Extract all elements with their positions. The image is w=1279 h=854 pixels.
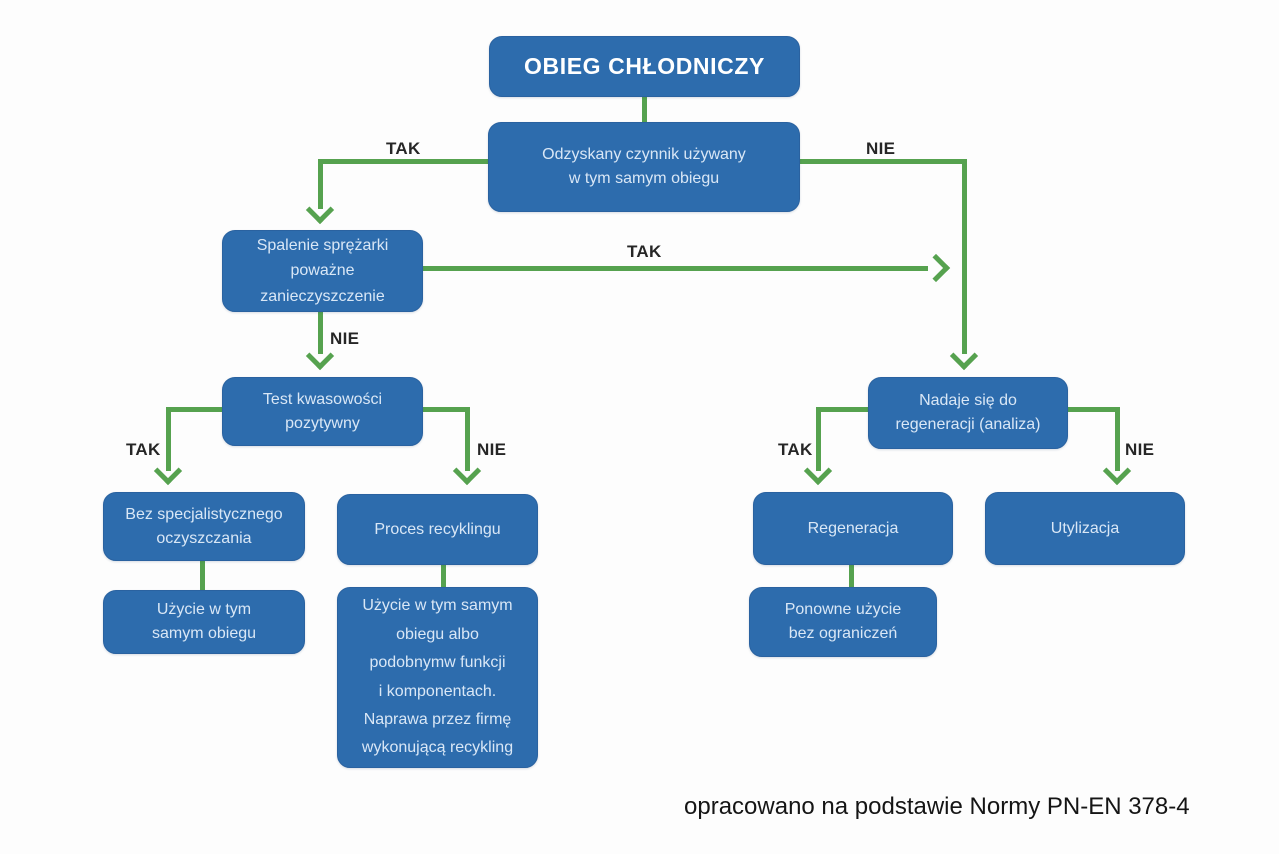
node-spalenie-sprezarki: Spalenie sprężarki poważne zanieczyszcze… (222, 230, 423, 312)
arrow-head-down-icon (949, 341, 979, 371)
arrow-head-down-icon (305, 195, 335, 225)
node-ponowne-uzycie: Ponowne użycie bez ograniczeń (749, 587, 937, 657)
edge-odzyskany-nie-h (800, 159, 967, 164)
edge-test-tak-v (166, 407, 171, 471)
node-obieg-chlodniczy: OBIEG CHŁODNICZY (489, 36, 800, 97)
node-nadaje-sie-do-regeneracji: Nadaje się do regeneracji (analiza) (868, 377, 1068, 449)
node-regeneracja: Regeneracja (753, 492, 953, 565)
edge-nadaje-tak-v (816, 407, 821, 471)
edge-odzyskany-tak-h (318, 159, 488, 164)
arrow-head-down-icon (452, 456, 482, 486)
edge-bezspec-to-uzycie (200, 561, 205, 590)
edge-regeneracja-to-ponowne (849, 565, 854, 587)
edge-nadaje-nie-v (1115, 407, 1120, 471)
edge-spalenie-tak-h (423, 266, 928, 271)
edge-label-spalenie-tak: TAK (627, 242, 662, 261)
edge-label-test-nie: NIE (477, 440, 507, 459)
edge-odzyskany-nie-v (962, 159, 967, 354)
edge-label-odzyskany-nie: NIE (866, 139, 896, 158)
node-utylizacja: Utylizacja (985, 492, 1185, 565)
arrow-head-down-icon (803, 456, 833, 486)
edge-nadaje-tak-h (816, 407, 868, 412)
edge-proces-to-uzycie (441, 565, 446, 587)
edge-label-odzyskany-tak: TAK (386, 139, 421, 158)
edge-test-nie-v (465, 407, 470, 471)
node-proces-recyklingu: Proces recyklingu (337, 494, 538, 565)
edge-label-test-tak: TAK (126, 440, 161, 459)
arrow-head-right-icon (921, 253, 951, 283)
node-odzyskany-czynnik: Odzyskany czynnik używany w tym samym ob… (488, 122, 800, 212)
edge-test-nie-h (423, 407, 470, 412)
edge-label-nadaje-tak: TAK (778, 440, 813, 459)
edge-spalenie-nie-v (318, 312, 323, 354)
edge-label-spalenie-nie: NIE (330, 329, 360, 348)
node-uzycie-w-tym-samym-obiegu: Użycie w tym samym obiegu (103, 590, 305, 654)
edge-odzyskany-tak-v (318, 159, 323, 209)
arrow-head-down-icon (153, 456, 183, 486)
node-test-kwasowosci: Test kwasowości pozytywny (222, 377, 423, 446)
edge-root-to-odzyskany (642, 97, 647, 122)
node-bez-specjalistycznego: Bez specjalistycznego oczyszczania (103, 492, 305, 561)
node-uzycie-albo-podobnym: Użycie w tym samym obiegu albo podobnymw… (337, 587, 538, 768)
source-note: opracowano na podstawie Normy PN-EN 378-… (684, 793, 1190, 820)
edge-nadaje-nie-h (1068, 407, 1120, 412)
edge-label-nadaje-nie: NIE (1125, 440, 1155, 459)
arrow-head-down-icon (1102, 456, 1132, 486)
edge-test-tak-h (166, 407, 222, 412)
